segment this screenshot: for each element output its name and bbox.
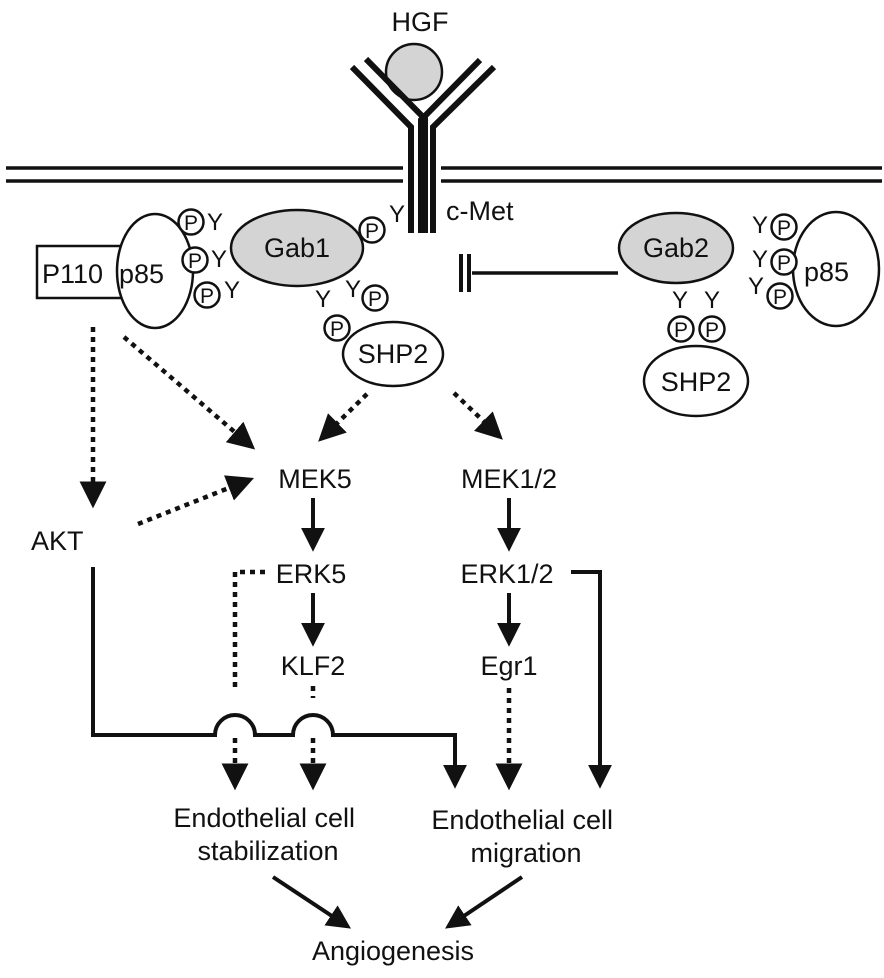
phospho-label: P (368, 288, 382, 311)
arrow-erk12-to-migration (571, 570, 612, 789)
stabilization-label: Endothelial cell stabilization (173, 803, 362, 866)
tyrosine-label: Y (389, 201, 405, 228)
tyrosine-label: Y (748, 273, 764, 300)
phospho-circle (770, 248, 798, 276)
phospho-circle (181, 246, 209, 274)
phospho-circle (766, 282, 794, 310)
erk12-label: ERK1/2 (460, 559, 553, 589)
tyrosine-label: Y (345, 276, 361, 303)
migration-line1: Endothelial cell (431, 805, 613, 835)
arrow-erk5-to-stabilization (232, 569, 265, 690)
phospho-label: P (330, 318, 344, 341)
hgf-label: HGF (392, 7, 449, 37)
tyrosine-label: Y (224, 277, 240, 304)
klf2-label: KLF2 (281, 651, 346, 681)
stabilization-line1: Endothelial cell (173, 803, 355, 833)
phospho-circle (358, 216, 386, 244)
gab1-label: Gab1 (264, 233, 330, 263)
phospho-circle (177, 208, 205, 236)
arrow-stabilization-to-angiogenesis (271, 875, 352, 929)
phospho-label: P (674, 319, 688, 342)
p110-label: P110 (42, 259, 103, 289)
phospho-circle (667, 315, 695, 343)
stabilization-line2: stabilization (197, 836, 338, 866)
tyrosine-label: Y (704, 287, 720, 314)
tyrosine-label: Y (315, 286, 331, 313)
phospho-label: P (184, 212, 198, 235)
gab2-inhibition (459, 254, 618, 292)
phospho-circle (770, 213, 798, 241)
c-met-label: c-Met (446, 196, 514, 226)
tyrosine-label: Y (207, 209, 223, 236)
erk5-label: ERK5 (276, 559, 347, 589)
phospho-circle (361, 284, 389, 312)
phospho-label: P (777, 252, 791, 275)
tyrosine-label: Y (672, 287, 688, 314)
tyrosine-label: Y (752, 212, 768, 239)
angiogenesis-label: Angiogenesis (312, 936, 474, 966)
shp2-left-shape (341, 320, 445, 388)
gab2-shape (617, 211, 735, 285)
arrow-akt-to-mek5 (137, 475, 255, 527)
migration-label: Endothelial cell migration (431, 805, 620, 868)
c-met-receptor (349, 56, 497, 233)
akt-label: AKT (31, 526, 84, 556)
phospho-circle (193, 281, 221, 309)
arrow-shp2-to-mek5 (318, 392, 369, 442)
arrow-p85-to-mek5 (122, 335, 256, 450)
gab1-shape (229, 208, 365, 288)
arrow-migration-to-angiogenesis (445, 875, 524, 929)
phospho-label: P (200, 285, 214, 308)
p85-left-label: p85 (119, 259, 164, 289)
arrow-shp2-to-mek12 (452, 391, 503, 440)
gab2-label: Gab2 (643, 233, 709, 263)
egr1-label: Egr1 (480, 651, 537, 681)
shp2-left-label: SHP2 (358, 339, 429, 369)
phospho-label: P (705, 319, 719, 342)
migration-line2: migration (470, 838, 581, 868)
mek5-label: MEK5 (278, 464, 352, 494)
phospho-label: P (365, 220, 379, 243)
shp2-right-shape (642, 344, 750, 418)
shp2-right-label: SHP2 (661, 367, 732, 397)
mek12-label: MEK1/2 (461, 464, 557, 494)
hgf-ligand (384, 42, 444, 102)
phospho-label: P (188, 250, 202, 273)
cell-membrane (6, 166, 882, 183)
phospho-circle (323, 314, 351, 342)
phospho-label: P (777, 217, 791, 240)
p85-right-label: p85 (804, 257, 849, 287)
tyrosine-label: Y (211, 246, 227, 273)
phospho-circle (698, 315, 726, 343)
tyrosine-label: Y (752, 246, 768, 273)
phospho-label: P (773, 286, 787, 309)
arrow-akt-to-migration (91, 567, 467, 789)
